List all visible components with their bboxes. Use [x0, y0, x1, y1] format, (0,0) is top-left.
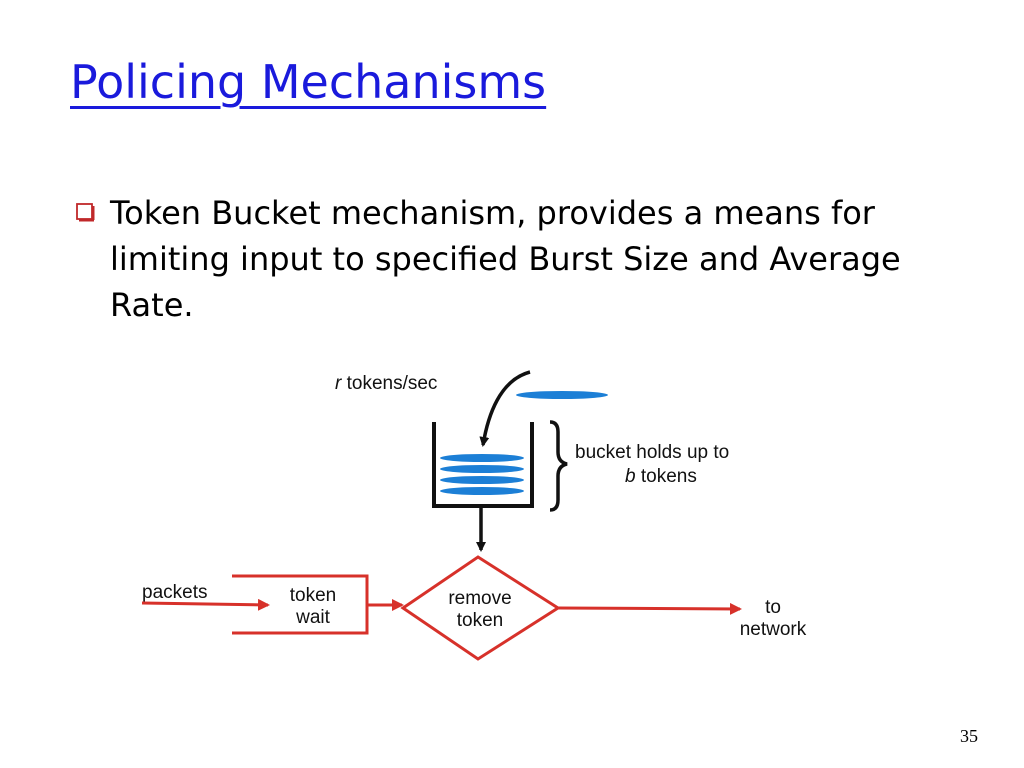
rate-text: tokens/sec [341, 373, 437, 394]
decision-to-network-arrow [557, 602, 742, 615]
bucket-outline [432, 422, 534, 508]
token-inflow-arrow [479, 370, 531, 447]
bucket-token [440, 465, 524, 473]
bucket-capacity-line2: b tokens [625, 466, 697, 487]
packets-label: packets [142, 582, 207, 603]
remove-token-decision [400, 555, 561, 661]
bucket-tokens-text: tokens [636, 466, 697, 487]
network-label-line1: to [765, 597, 781, 618]
capacity-brace [549, 420, 568, 512]
remove-token-line2: token [457, 610, 503, 631]
bucket-capacity-line1: bucket holds up to [575, 442, 729, 463]
token-wait-line1: token [290, 585, 336, 606]
bucket-token [440, 487, 524, 495]
token-rate-label: r tokens/sec [335, 373, 437, 394]
bucket-token [440, 454, 524, 462]
packets-inflow-arrow [141, 598, 270, 611]
page-number: 35 [960, 726, 978, 746]
bullet-item: Token Bucket mechanism, provides a means… [74, 190, 934, 328]
bullet-text: Token Bucket mechanism, provides a means… [110, 194, 901, 324]
bucket-symbol: b [625, 466, 636, 487]
remove-token-line1: remove [448, 588, 511, 609]
slide-title: Policing Mechanisms [70, 55, 547, 109]
incoming-token [516, 391, 608, 399]
rate-symbol: r [335, 373, 342, 394]
network-label-line2: network [740, 619, 807, 640]
token-bucket-diagram: r tokens/sec bucket holds up to b tokens… [141, 370, 807, 661]
token-wait-line2: wait [295, 607, 331, 628]
bucket-token [440, 476, 524, 484]
hollow-square-bullet-icon [74, 201, 96, 223]
